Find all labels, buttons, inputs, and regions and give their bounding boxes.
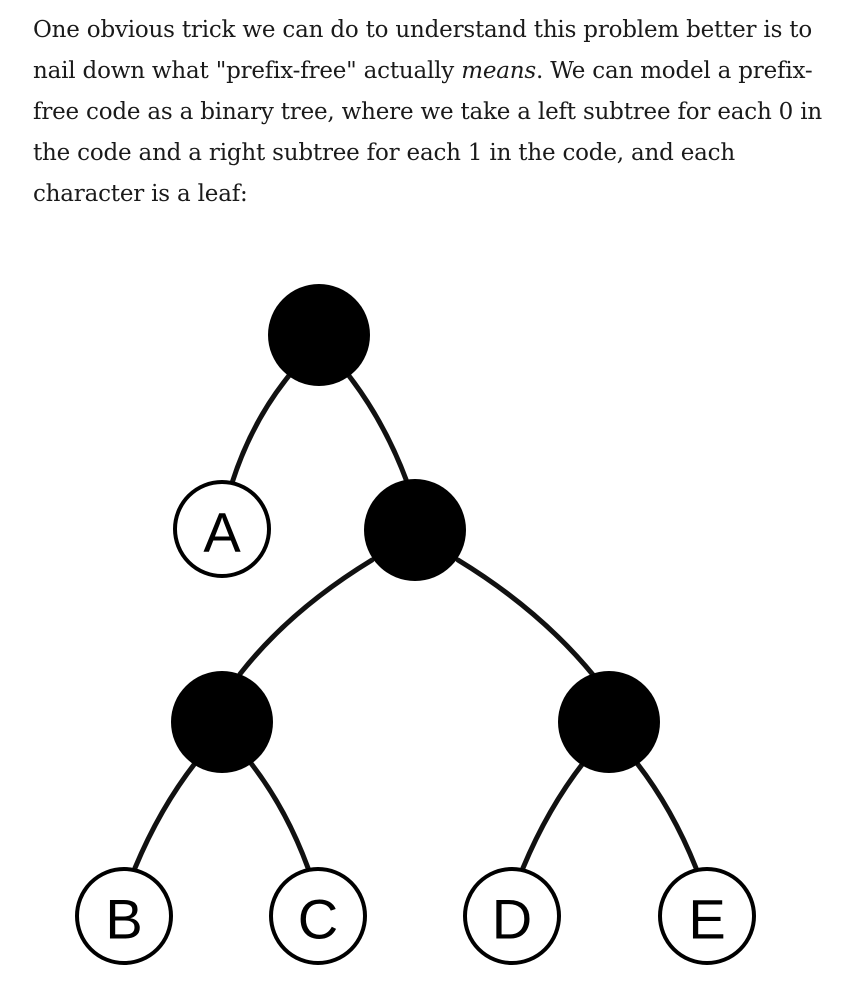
edge-right-to-right-internal xyxy=(455,557,597,679)
leaf-label-b: B xyxy=(105,888,142,951)
edge-right-internal-to-e xyxy=(633,759,699,871)
leaf-circle xyxy=(75,867,173,965)
paragraph-text-start: One obvious trick we can do to understan… xyxy=(33,17,812,84)
leaf-circle xyxy=(269,867,367,965)
leaf-circle xyxy=(658,867,756,965)
leaf-label-a: A xyxy=(203,501,241,564)
internal-node-right-bottom xyxy=(558,671,660,773)
edge-root-to-right xyxy=(343,369,410,485)
leaf-node-b: B xyxy=(75,867,173,965)
leaf-node-d: D xyxy=(463,867,561,965)
edge-right-to-left-internal xyxy=(237,557,375,677)
internal-node-right xyxy=(364,479,466,581)
root-node xyxy=(268,284,370,386)
leaf-node-c: C xyxy=(269,867,367,965)
leaf-circle xyxy=(463,867,561,965)
leaf-node-e: E xyxy=(658,867,756,965)
paragraph-emphasis: means xyxy=(461,58,536,84)
internal-node-left-bottom xyxy=(171,671,273,773)
edge-left-internal-to-c xyxy=(247,759,311,871)
article-paragraph: One obvious trick we can do to understan… xyxy=(33,10,833,215)
edge-left-internal-to-b xyxy=(132,759,199,871)
edge-root-to-a xyxy=(229,369,295,486)
leaf-label-e: E xyxy=(688,888,725,951)
leaf-label-d: D xyxy=(492,888,532,951)
leaf-circle xyxy=(173,480,271,578)
edge-right-internal-to-d xyxy=(520,759,587,871)
paragraph-text-end: . We can model a prefix-free code as a b… xyxy=(33,58,822,207)
leaf-node-a: A xyxy=(173,480,271,578)
leaf-label-c: C xyxy=(298,888,338,951)
